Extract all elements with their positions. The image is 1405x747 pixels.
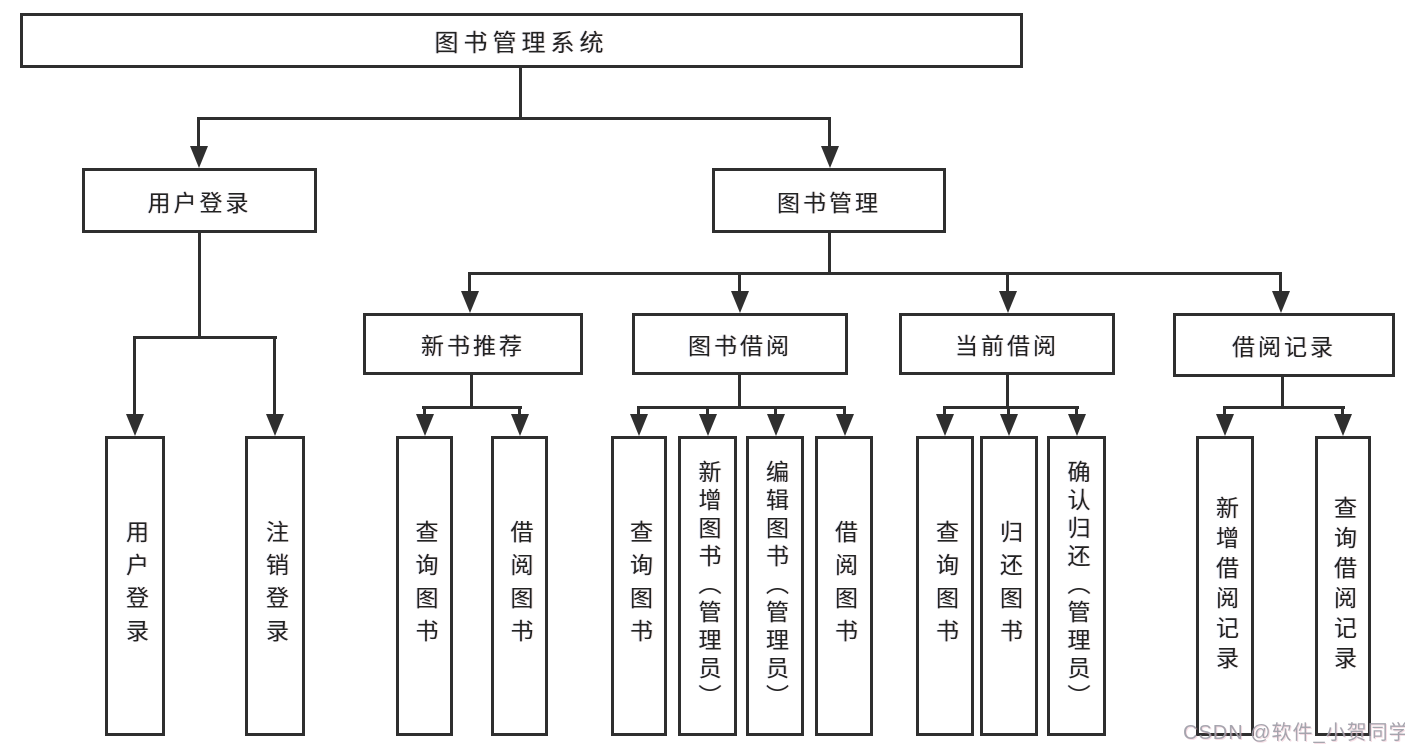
- node-new-book-recommend: 新书推荐: [363, 313, 583, 375]
- arrow-down-icon: [461, 291, 479, 313]
- csdn-watermark: CSDN @软件_小贺同学: [1183, 722, 1405, 744]
- arrow-down-icon: [836, 414, 854, 436]
- connector-manage-bar: [468, 272, 1281, 275]
- connector-stem: [1223, 406, 1226, 416]
- connector-stem: [943, 406, 946, 416]
- arrow-down-icon: [630, 414, 648, 436]
- arrow-down-icon: [126, 414, 144, 436]
- leaf-add-borrow-record: 新增借阅记录: [1196, 436, 1254, 736]
- node-current-borrow: 当前借阅: [899, 313, 1115, 375]
- arrow-down-icon: [511, 414, 529, 436]
- leaf-add-books-admin: 新增图书（管理员）: [678, 436, 737, 736]
- connector-manage-borrow-stem: [738, 272, 741, 294]
- node-user-login: 用户登录: [82, 168, 317, 233]
- connector-user-leaf1-stem: [133, 336, 136, 416]
- connector-stem: [423, 406, 426, 416]
- node-book-borrow: 图书借阅: [632, 313, 848, 375]
- arrow-down-icon: [731, 291, 749, 313]
- connector-current-bar: [943, 406, 1079, 409]
- arrow-down-icon: [936, 414, 954, 436]
- leaf-edit-books-admin: 编辑图书（管理员）: [746, 436, 804, 736]
- connector-borrow-bar: [637, 406, 845, 409]
- arrow-down-icon: [1000, 414, 1018, 436]
- leaf-confirm-return-admin: 确认归还（管理员）: [1047, 436, 1106, 736]
- connector-manage-current-stem: [1006, 272, 1009, 294]
- arrow-down-icon: [416, 414, 434, 436]
- connector-root-bar: [197, 117, 831, 120]
- leaf-borrow-books: 借阅图书: [815, 436, 873, 736]
- leaf-query-books: 查询图书: [396, 436, 453, 736]
- arrow-down-icon: [1334, 414, 1352, 436]
- arrow-down-icon: [1272, 291, 1290, 313]
- connector-user-bar: [133, 336, 277, 339]
- arrow-down-icon: [190, 146, 208, 168]
- node-borrow-records: 借阅记录: [1173, 313, 1395, 377]
- connector-recommend-bar: [422, 406, 522, 409]
- leaf-query-books: 查询图书: [611, 436, 667, 736]
- leaf-return-books: 归还图书: [980, 436, 1038, 736]
- connector-manage-stem: [828, 233, 831, 275]
- leaf-borrow-books: 借阅图书: [491, 436, 548, 736]
- connector-records-bar: [1223, 406, 1345, 409]
- connector-stem: [518, 406, 521, 416]
- connector-stem: [637, 406, 640, 416]
- connector-records-stem: [1281, 377, 1284, 408]
- connector-recommend-stem: [470, 375, 473, 408]
- arrow-down-icon: [699, 414, 717, 436]
- connector-stem: [1341, 406, 1344, 416]
- connector-manage-records-stem: [1279, 272, 1282, 294]
- arrow-down-icon: [999, 291, 1017, 313]
- leaf-logout: 注销登录: [245, 436, 305, 736]
- arrow-down-icon: [767, 414, 785, 436]
- connector-manage-recommend-stem: [468, 272, 471, 294]
- connector-root-to-user-stem: [197, 117, 200, 148]
- connector-stem: [1075, 406, 1078, 416]
- connector-stem: [706, 406, 709, 416]
- arrow-down-icon: [1216, 414, 1234, 436]
- connector-user-leaf2-stem: [273, 336, 276, 416]
- arrow-down-icon: [1068, 414, 1086, 436]
- leaf-user-login: 用户登录: [105, 436, 165, 736]
- node-book-management: 图书管理: [712, 168, 946, 233]
- connector-borrow-stem: [738, 375, 741, 408]
- node-library-management-system: 图书管理系统: [20, 13, 1023, 68]
- connector-user-stem: [198, 233, 201, 338]
- arrow-down-icon: [821, 146, 839, 168]
- connector-stem: [774, 406, 777, 416]
- connector-root-stem: [519, 68, 522, 117]
- connector-stem: [843, 406, 846, 416]
- leaf-query-books: 查询图书: [916, 436, 974, 736]
- connector-stem: [1007, 406, 1010, 416]
- connector-root-to-manage-stem: [828, 117, 831, 148]
- arrow-down-icon: [266, 414, 284, 436]
- leaf-query-borrow-record: 查询借阅记录: [1315, 436, 1371, 736]
- connector-current-stem: [1006, 375, 1009, 408]
